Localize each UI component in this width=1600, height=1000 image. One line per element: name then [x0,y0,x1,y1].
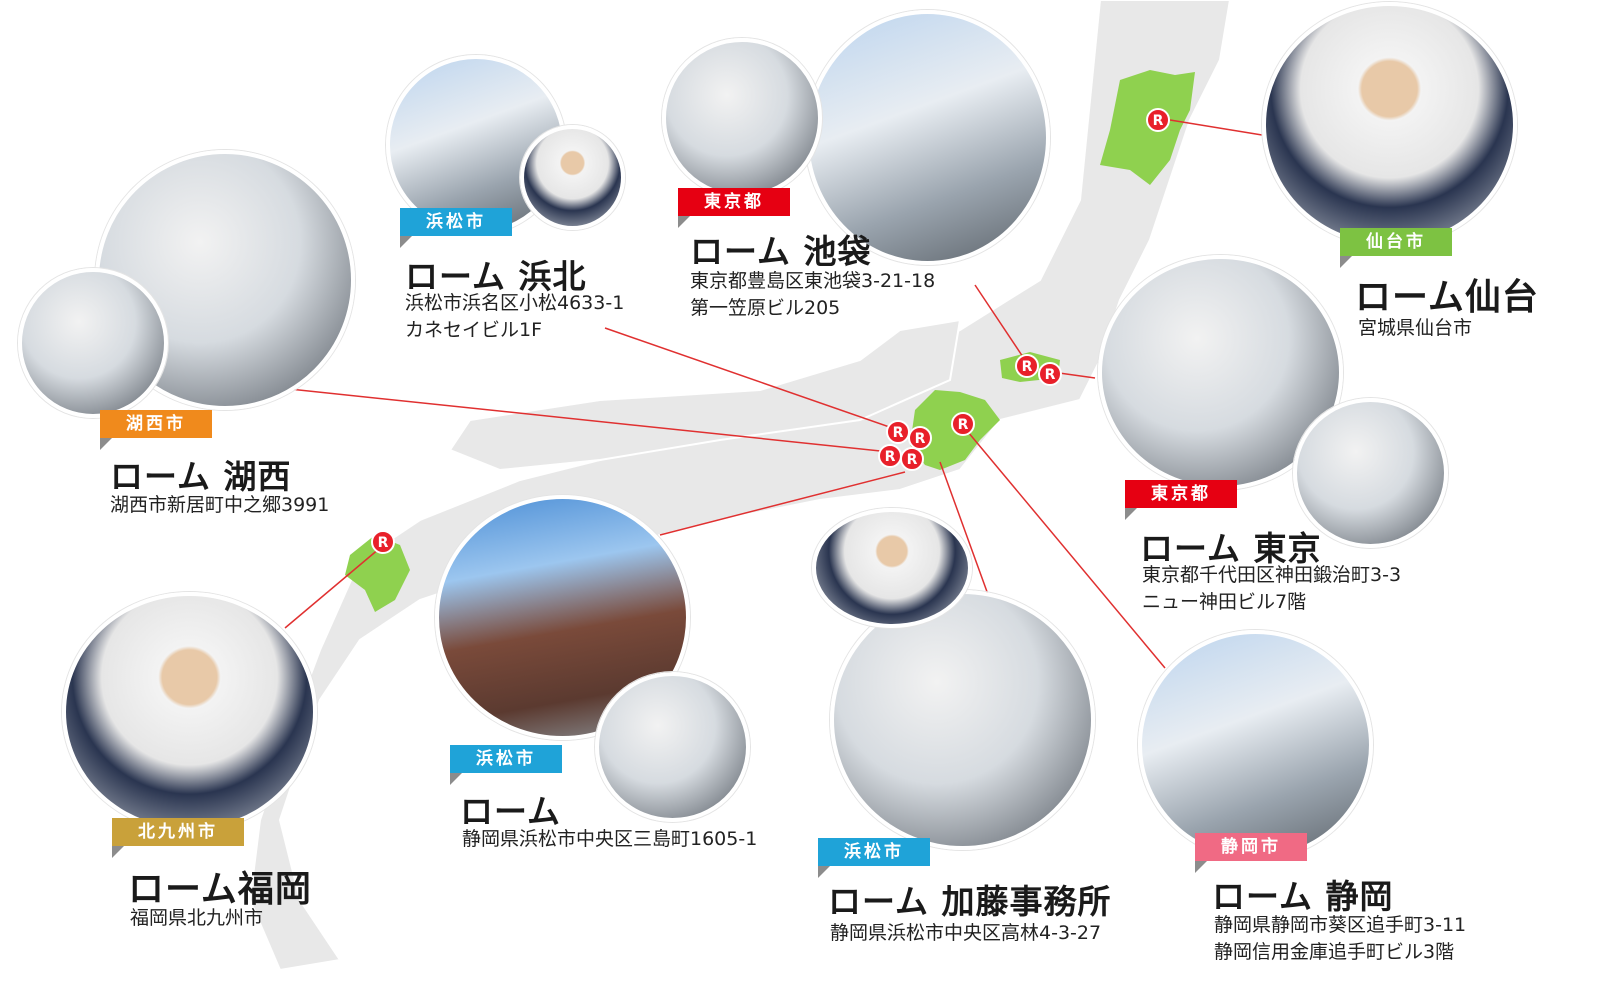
tokyo-name: ローム 東京 [1140,529,1322,568]
fukuoka-tag: 北九州市 [112,818,244,846]
address-line: 宮城県仙台市 [1358,317,1473,339]
address-line: カネセイビル1F [405,319,543,341]
address-line: 静岡県静岡市葵区追手町3-11 [1214,914,1467,936]
kosai-address: 湖西市新居町中之郷3991 [110,492,329,519]
tokyo-address: 東京都千代田区神田鍛治町3-3 ニュー神田ビル7階 [1142,562,1401,616]
kosai-name: ローム 湖西 [110,457,292,496]
hamamatsu-tag: 浜松市 [450,745,562,773]
sendai-name: ローム仙台 [1355,277,1539,318]
address-line: 東京都豊島区東池袋3-21-18 [690,270,936,292]
shizuoka-tag: 静岡市 [1195,833,1307,861]
hamamatsu-classroom-photo [595,672,750,822]
ikebukuro-address: 東京都豊島区東池袋3-21-18 第一笠原ビル205 [690,268,935,322]
office-marker-letter: R [915,431,926,447]
sendai-tag: 仙台市 [1340,228,1452,256]
address-line: 福岡県北九州市 [130,907,264,929]
office-marker-icon [1015,354,1039,378]
sendai-staff-photo [1262,2,1517,247]
shizuoka-address: 静岡県静岡市葵区追手町3-11 静岡信用金庫追手町ビル3階 [1214,912,1466,966]
address-line: 湖西市新居町中之郷3991 [110,494,330,516]
kosai-staff-photo [18,268,168,418]
address-line: 静岡県浜松市中央区三島町1605-1 [462,828,758,850]
tokyo-tag: 東京都 [1125,480,1237,508]
fukuoka-address: 福岡県北九州市 [130,905,263,932]
office-marker-icon [951,412,975,436]
office-marker-icon [1146,108,1170,132]
office-marker-icon [1038,362,1062,386]
fukuoka-prefecture [345,535,410,612]
kato-address: 静岡県浜松市中央区高林4-3-27 [830,920,1101,947]
office-marker-letter: R [885,449,896,465]
kosai-tag: 湖西市 [100,410,212,438]
ikebukuro-building-photo [805,10,1050,265]
office-marker-icon [371,530,395,554]
office-marker-icon [886,420,910,444]
miyagi-prefecture [1100,70,1195,185]
hamakita-address: 浜松市浜名区小松4633-1 カネセイビル1F [405,290,624,344]
shizuoka-building-photo [1138,630,1373,860]
ikebukuro-name: ローム 池袋 [690,232,872,271]
address-line: 静岡信用金庫追手町ビル3階 [1214,941,1455,963]
hamakita-tag: 浜松市 [400,208,512,236]
sendai-address: 宮城県仙台市 [1358,315,1472,342]
address-line: ニュー神田ビル7階 [1142,591,1307,613]
ikebukuro-office-photo [662,38,822,198]
hamamatsu-name: ローム [460,792,562,831]
hamakita-person-photo [520,125,625,230]
fukuoka-name: ローム福岡 [128,869,312,910]
hamamatsu-address: 静岡県浜松市中央区三島町1605-1 [462,826,757,853]
tokyo-meeting-photo [1293,398,1448,548]
address-line: 静岡県浜松市中央区高林4-3-27 [830,922,1102,944]
kato-tag: 浜松市 [818,838,930,866]
office-marker-letter: R [907,452,918,468]
address-line: 浜松市浜名区小松4633-1 [405,292,625,314]
office-marker-icon [900,447,924,471]
office-marker-letter: R [893,425,904,441]
kato-office-photo [830,590,1095,850]
office-marker-letter: R [1022,359,1033,375]
shizuoka-name: ローム 静岡 [1212,877,1394,916]
office-marker-icon [908,426,932,450]
fukuoka-staff-photo [62,592,317,832]
kato-staff-photo [812,508,972,628]
ikebukuro-tag: 東京都 [678,188,790,216]
kato-name: ローム 加藤事務所 [828,882,1112,921]
address-line: 東京都千代田区神田鍛治町3-3 [1142,564,1402,586]
office-marker-letter: R [1153,113,1164,129]
office-marker-letter: R [1045,367,1056,383]
hamakita-name: ローム 浜北 [405,257,587,296]
address-line: 第一笠原ビル205 [690,297,841,319]
office-marker-letter: R [378,535,389,551]
office-marker-letter: R [958,417,969,433]
